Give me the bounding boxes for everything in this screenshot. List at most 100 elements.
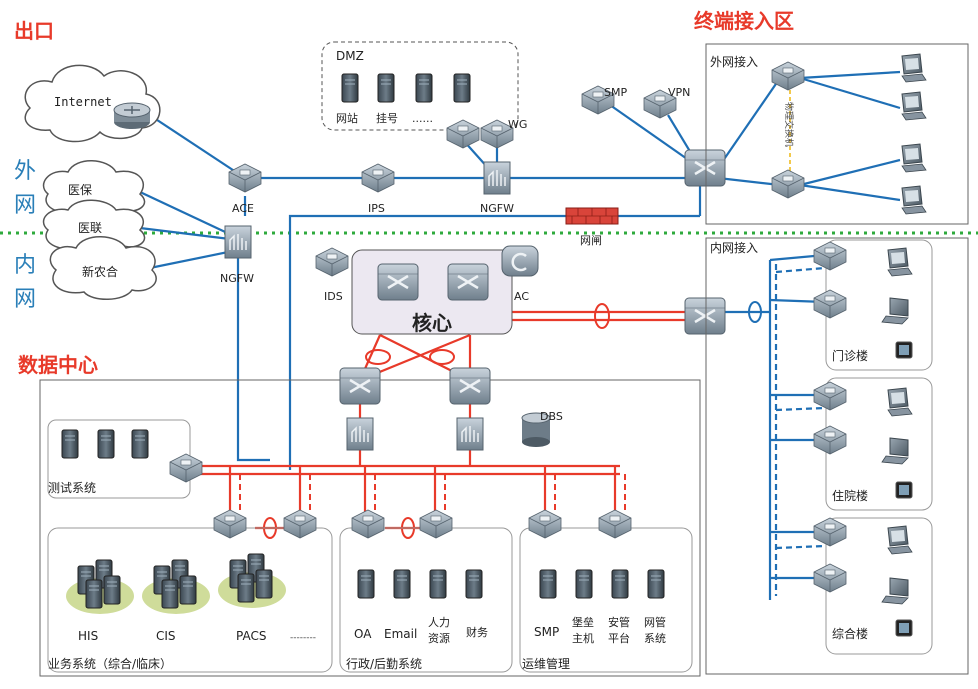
cis-server-icon xyxy=(142,559,210,614)
outer-access-box xyxy=(705,43,969,225)
admin-item-1: Email xyxy=(384,627,417,641)
admin-switch-icon xyxy=(351,509,385,539)
finance-server-icon xyxy=(465,569,483,599)
pacs-server-icon xyxy=(218,553,286,608)
ops-title: 运维管理 xyxy=(522,656,570,671)
inner-links xyxy=(722,253,826,600)
business-item-0: HIS xyxy=(78,629,98,643)
lag-ring-red-1 xyxy=(594,303,610,329)
building-switch-icon xyxy=(813,241,847,271)
vpn-label: VPN xyxy=(668,86,690,99)
inner-access-box xyxy=(705,237,969,675)
business-switch-icon xyxy=(283,509,317,539)
admin-box xyxy=(339,527,513,673)
section-exit: 出口 xyxy=(14,19,54,43)
section-inner-net-2: 网 xyxy=(14,287,36,312)
bastion-server-icon xyxy=(575,569,593,599)
admin-item-0: OA xyxy=(354,627,372,641)
test-server-icon xyxy=(97,429,115,459)
ips-switch-icon xyxy=(361,163,395,193)
yilian-cloud: 医联 xyxy=(42,199,146,255)
ace-switch-icon xyxy=(228,163,262,193)
business-title: 业务系统（综合/临床） xyxy=(48,656,172,671)
ops-item-4: 平台 xyxy=(608,631,630,645)
smp-server-icon xyxy=(539,569,557,599)
ops-item-3: 安管 xyxy=(608,615,630,629)
section-inner-net-1: 内 xyxy=(14,253,36,278)
dmz-title: DMZ xyxy=(336,49,364,63)
dc-firewall-icon xyxy=(456,417,484,451)
business-item-2: PACS xyxy=(236,629,266,643)
business-switch-icon xyxy=(213,509,247,539)
dmz-item-2: ...... xyxy=(412,112,433,125)
oa-server-icon xyxy=(357,569,375,599)
pc-icon xyxy=(887,247,913,277)
ops-item-5: 网管 xyxy=(644,615,666,629)
security-server-icon xyxy=(611,569,629,599)
business-item-3: -------- xyxy=(290,633,316,643)
gatekeeper-icon xyxy=(565,207,619,225)
building-label-0: 门诊楼 xyxy=(832,348,868,363)
yibao-label: 医保 xyxy=(68,183,92,197)
pc-icon xyxy=(887,525,913,555)
building-switch-icon xyxy=(813,517,847,547)
ace-label: ACE xyxy=(232,202,254,215)
his-server-icon xyxy=(66,559,134,614)
dc-switch-icon xyxy=(338,366,382,406)
building-switch-icon xyxy=(813,381,847,411)
admin-item-4: 财务 xyxy=(466,625,488,639)
ids-icon xyxy=(315,247,349,277)
building-switch-icon xyxy=(813,563,847,593)
ngfw-left-label: NGFW xyxy=(220,272,254,285)
section-outer-net-2: 网 xyxy=(14,193,36,218)
wg-label: WG xyxy=(508,118,527,131)
nms-server-icon xyxy=(647,569,665,599)
test-switch-icon xyxy=(169,453,203,483)
internet-label: Internet xyxy=(54,95,112,109)
ops-box xyxy=(519,527,693,673)
ngfw-top-label: NGFW xyxy=(480,202,514,215)
ids-label: IDS xyxy=(324,290,343,303)
xinnonghe-cloud: 新农合 xyxy=(49,236,157,300)
inner-access-switch-icon xyxy=(683,296,727,336)
core-links-dashed xyxy=(239,474,626,512)
yilian-label: 医联 xyxy=(78,221,102,235)
core-label: 核心 xyxy=(412,311,452,335)
admin-switch-icon xyxy=(419,509,453,539)
pc-icon xyxy=(901,53,927,83)
outer-access-switch-icon xyxy=(771,61,805,91)
dmz-switch-icon xyxy=(446,119,480,149)
pc-icon xyxy=(901,143,927,173)
building-switch-icon xyxy=(813,425,847,455)
yibao-cloud: 医保 xyxy=(42,160,146,220)
ac-label: AC xyxy=(514,290,529,303)
dbs-label: DBS xyxy=(540,410,563,423)
dmz-item-1: 挂号 xyxy=(376,111,398,125)
core-switch-icon xyxy=(376,262,420,302)
outer-access-switch-icon xyxy=(771,169,805,199)
pc-icon xyxy=(887,387,913,417)
gatekeeper-label: 网闸 xyxy=(580,234,602,247)
ac-icon xyxy=(501,245,539,277)
dmz-server-icon xyxy=(453,73,471,103)
business-box xyxy=(47,527,333,673)
ops-switch-icon xyxy=(528,509,562,539)
laptop-icon xyxy=(881,297,909,325)
exit-router-icon xyxy=(113,102,151,130)
admin-title: 行政/后勤系统 xyxy=(346,657,422,671)
tablet-icon xyxy=(895,481,913,499)
vertical-note: 物理交换机 xyxy=(783,102,795,147)
hr-server-icon xyxy=(429,569,447,599)
admin-item-3: 资源 xyxy=(428,631,450,645)
ops-item-1: 堡垒 xyxy=(572,615,594,629)
laptop-icon xyxy=(881,577,909,605)
ops-switch-icon xyxy=(598,509,632,539)
test-system-label: 测试系统 xyxy=(48,480,96,495)
ops-item-0: SMP xyxy=(534,625,559,639)
pc-icon xyxy=(901,185,927,215)
outer-core-switch-icon xyxy=(683,148,727,188)
xinnonghe-label: 新农合 xyxy=(82,264,118,279)
outer-access-label: 外网接入 xyxy=(710,54,758,69)
ngfw-left-firewall-icon xyxy=(224,225,252,259)
